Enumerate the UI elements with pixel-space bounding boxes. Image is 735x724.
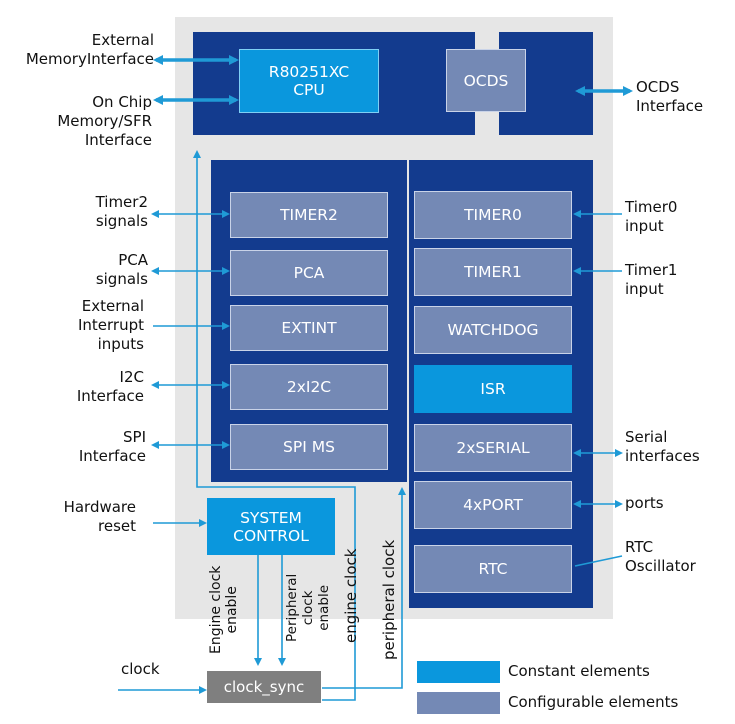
timer1-block: TIMER1 (414, 248, 572, 296)
clock-sync-block: clock_sync (207, 671, 321, 703)
spi-block: SPI MS (230, 424, 388, 470)
external-interrupt-label: External Interrupt inputs (77, 297, 144, 353)
rtc-block-label: RTC (478, 560, 508, 578)
ocds-block: OCDS (446, 49, 526, 112)
isr-block-label: ISR (480, 380, 506, 398)
legend-configurable-swatch (417, 692, 500, 714)
rtc-block: RTC (414, 545, 572, 593)
legend-configurable-label: Configurable elements (508, 693, 679, 711)
timer1-block-label: TIMER1 (464, 263, 522, 281)
i2c-block-label: 2xI2C (286, 378, 332, 396)
timer1-input-label: Timer1 input (625, 261, 678, 298)
serial-block: 2xSERIAL (414, 424, 572, 472)
hardware-reset-label: Hardware reset (63, 498, 136, 535)
cpu-block-label: R80251XC CPU (268, 63, 350, 99)
pca-block-label: PCA (293, 264, 325, 282)
engine-clock-enable-label: Engine clock enable (208, 565, 240, 654)
timer2-block-label: TIMER2 (280, 206, 338, 224)
port-block: 4xPORT (414, 481, 572, 529)
timer0-block-label: TIMER0 (464, 206, 522, 224)
spi-interface-label: SPI Interface (78, 428, 146, 465)
pca-signals-label: PCA signals (95, 251, 148, 288)
pca-block: PCA (230, 250, 388, 296)
extint-block: EXTINT (230, 305, 388, 351)
legend-constant-label: Constant elements (508, 662, 650, 680)
rtc-oscillator-label: RTC Oscillator (625, 538, 696, 575)
i2c-block: 2xI2C (230, 364, 388, 410)
spi-block-label: SPI MS (283, 438, 335, 456)
timer2-signals-label: Timer2 signals (95, 193, 148, 230)
ext-memory-label: External MemoryInterface (25, 31, 154, 68)
timer0-input-label: Timer0 input (625, 198, 678, 235)
serial-interfaces-label: Serial interfaces (625, 428, 700, 465)
ocds-interface-label: OCDS Interface (636, 78, 704, 115)
extint-block-label: EXTINT (281, 319, 337, 337)
timer0-block: TIMER0 (414, 191, 572, 239)
peripheral-clock-enable-label: Peripheral clock enable (284, 573, 332, 642)
isr-block: ISR (414, 365, 572, 413)
legend-constant-swatch (417, 661, 500, 683)
engine-clock-label: engine clock (342, 548, 360, 643)
ocds-block-label: OCDS (463, 71, 509, 90)
watchdog-block: WATCHDOG (414, 306, 572, 354)
watchdog-block-label: WATCHDOG (447, 321, 539, 339)
port-block-label: 4xPORT (463, 496, 523, 514)
timer2-block: TIMER2 (230, 192, 388, 238)
i2c-interface-label: I2C Interface (76, 368, 144, 405)
clock-sync-label: clock_sync (223, 678, 305, 696)
serial-block-label: 2xSERIAL (456, 439, 530, 457)
peripheral-clock-label: peripheral clock (380, 539, 398, 660)
cpu-block: R80251XC CPU (239, 49, 379, 113)
system-control-label: SYSTEM CONTROL (233, 508, 309, 545)
clock-input-label: clock (121, 660, 160, 678)
ports-label: ports (625, 494, 664, 512)
system-control-block: SYSTEM CONTROL (207, 498, 335, 555)
on-chip-memory-label: On Chip Memory/SFR Interface (57, 93, 152, 149)
